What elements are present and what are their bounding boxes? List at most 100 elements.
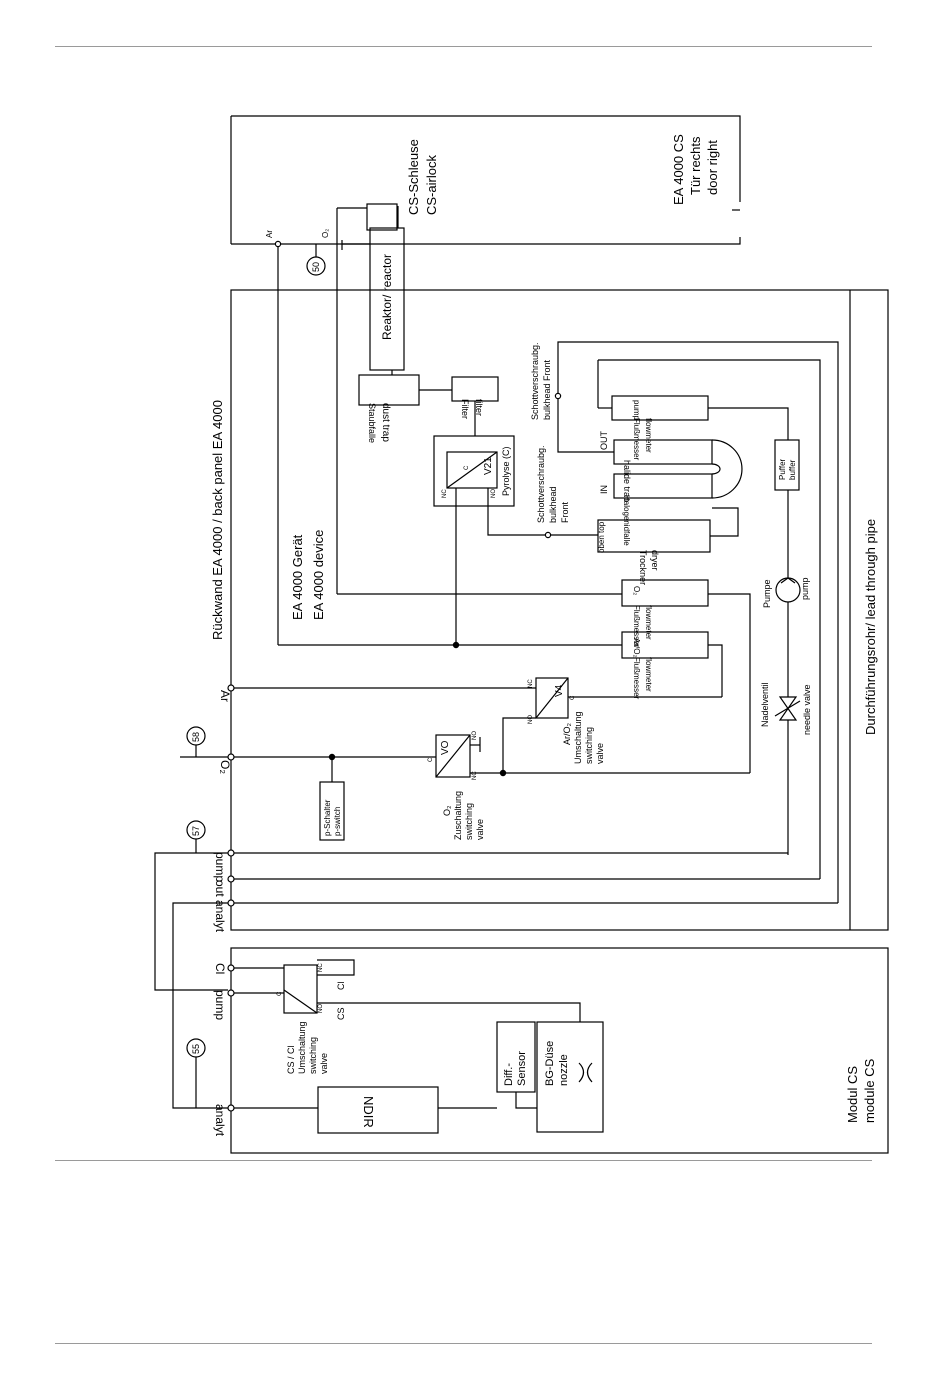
bulkhead-mid-3: Front	[560, 501, 570, 523]
cs-valve-label-3: switching	[308, 1037, 318, 1074]
fm-aro2-1: Flußmesser	[632, 657, 641, 700]
filter-box	[451, 376, 499, 402]
cs-valve-label-4: valve	[319, 1053, 329, 1074]
port-pump2-label: pump	[213, 990, 227, 1020]
ref-55-label: 55	[191, 1044, 201, 1054]
port-ar-label: Ar	[218, 690, 232, 702]
cs-valve-c: C	[277, 991, 283, 996]
bg-nozzle-box	[536, 1021, 604, 1133]
cs-door-frame	[231, 115, 741, 202]
pump-symbol	[775, 577, 801, 603]
needle-de: Nadelventil	[760, 682, 770, 727]
dryer-de: Trockner	[638, 550, 648, 585]
port-out[interactable]	[227, 875, 235, 883]
o2-port-node	[274, 240, 282, 248]
buffer-de: Puffer	[778, 458, 787, 480]
bg-label-2: nozzle	[558, 1054, 570, 1086]
halide-de: Halogenidfalle	[622, 495, 631, 546]
bulkhead-mid-node	[544, 531, 552, 539]
ref-50-label: 50	[311, 262, 321, 272]
vo-nc: NC	[472, 771, 478, 780]
o2-small-label: O₂	[321, 229, 330, 238]
cs-cl-valve	[283, 964, 318, 1014]
needle-en: needle valve	[802, 684, 812, 735]
airlock-label-en: CS-airlock	[424, 155, 439, 215]
port-analyt-module[interactable]	[227, 1104, 235, 1112]
module-label-en: module CS	[862, 1058, 877, 1123]
v21-nc: NC	[442, 489, 448, 498]
bulkhead-top-node	[554, 392, 562, 400]
port-analyt[interactable]	[227, 899, 235, 907]
halide-lower	[613, 473, 713, 499]
bulkhead-mid-1: Schottverschraubg.	[536, 445, 546, 523]
fm-pump-2: flowmeter	[644, 418, 653, 453]
flowmeter-pump-box	[611, 395, 709, 421]
cs-outlet-label: CS	[336, 1007, 346, 1020]
v4-c: C	[570, 695, 576, 700]
port-out-label: out	[213, 880, 227, 897]
fm-o2-3: O₂	[632, 586, 641, 595]
bg-label-1: BG-Düse	[544, 1041, 556, 1086]
cs-valve-nc: NC	[318, 963, 324, 972]
v4-label: V4	[554, 684, 565, 697]
out-label: OUT	[599, 431, 609, 451]
diff-label-2: Sensor	[516, 1051, 528, 1086]
device-label-de: EA 4000 Gerät	[290, 534, 305, 620]
needle-valve-symbol	[778, 696, 798, 721]
bulkhead-top-1: Schottverschraubg.	[530, 342, 540, 420]
device-label-en: EA 4000 device	[311, 530, 326, 620]
fm-pump-3: pump	[632, 400, 641, 421]
port-pump-module[interactable]	[227, 989, 235, 997]
vo-c: C	[428, 757, 434, 762]
filter-label-en: filter	[474, 399, 484, 416]
fm-pump-1: Flußmesser	[632, 418, 641, 461]
ndir-box	[317, 1086, 439, 1134]
buffer-en: buffer	[788, 459, 797, 480]
cs-door-label-2: Tür rechts	[688, 136, 703, 195]
fm-aro2-2: flowmeter	[644, 657, 653, 692]
v4-no: NO	[528, 715, 534, 724]
port-analyt2-label: analyt	[213, 1104, 227, 1137]
ar-small-label: Ar	[265, 230, 274, 238]
aro2-label-4: valve	[595, 743, 605, 764]
bottom-rule	[55, 1343, 872, 1344]
dryer-en: dryer	[650, 550, 660, 571]
halide-en: halide trap	[622, 460, 632, 502]
module-label-de: Modul CS	[845, 1066, 860, 1123]
aro2-label-3: switching	[584, 727, 594, 764]
ref-57-label: 57	[191, 826, 201, 836]
aro2-label-1: Ar/O₂	[562, 722, 572, 745]
port-o2-label: O₂	[218, 760, 232, 774]
reactor-label: Reaktor/ reactor	[380, 254, 394, 340]
cs-valve-label-2: Umschaltung	[297, 1021, 307, 1074]
reactor-box	[369, 227, 405, 371]
port-pump[interactable]	[227, 849, 235, 857]
v4-valve	[535, 677, 569, 719]
port-cl-label: Cl	[213, 963, 227, 974]
v21-valve	[446, 451, 498, 489]
pswitch-label-2: p-switch	[333, 807, 342, 836]
pump-de: Pumpe	[762, 579, 772, 608]
filter-label-de: Filter	[460, 399, 470, 419]
fm-o2-2: flowmeter	[644, 605, 653, 640]
v21-c: C	[464, 465, 470, 470]
top-rule	[55, 46, 872, 47]
vo-valve	[435, 734, 471, 778]
port-ar[interactable]	[227, 684, 235, 692]
v21-label: V21	[483, 457, 494, 475]
v21-no: NO	[491, 489, 497, 498]
in-label: IN	[599, 485, 609, 494]
pump-en: pump	[800, 577, 810, 600]
ref-58-label: 58	[191, 732, 201, 742]
back-panel-label: Rückwand EA 4000 / back panel EA 4000	[210, 400, 225, 640]
o2z-label-2: Zuschaltung	[453, 791, 463, 840]
dust-trap-label-de: Staubfalle	[367, 403, 377, 443]
port-pump-label: pump	[213, 852, 227, 882]
flowmeter-o2-box	[621, 579, 709, 607]
port-cl[interactable]	[227, 964, 235, 972]
airlock-box	[366, 203, 398, 231]
ndir-label: NDIR	[361, 1096, 376, 1128]
airlock-label-de: CS-Schleuse	[406, 139, 421, 215]
dryer-box	[597, 519, 711, 553]
cs-valve-label-1: CS / Cl	[286, 1045, 296, 1074]
